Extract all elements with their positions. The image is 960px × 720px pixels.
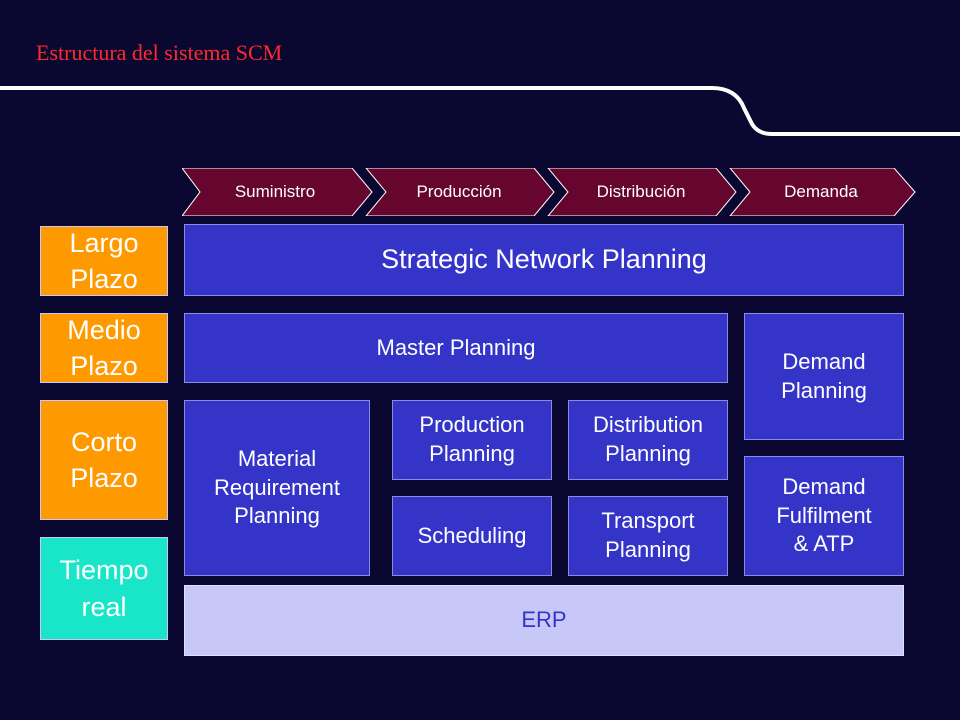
module-label: Distribution Planning	[592, 412, 704, 466]
module-label: Scheduling	[417, 522, 527, 548]
chevron-label-produccion: Producción	[416, 182, 502, 201]
chevron-produccion	[365, 168, 555, 216]
horizon-label: Corto Plazo	[70, 426, 138, 493]
module-distribution-planning: Distribution Planning	[568, 400, 728, 480]
chevron-label-demanda: Demanda	[784, 182, 858, 201]
horizon-tiempo-real: Tiempo real	[40, 537, 168, 640]
module-demand-planning: Demand Planning	[744, 313, 904, 440]
decorative-line	[0, 86, 960, 136]
module-erp: ERP	[184, 585, 904, 656]
chevron-demanda	[729, 168, 916, 216]
chevron-label-distribucion: Distribución	[596, 182, 686, 201]
module-label: Transport Planning	[601, 508, 695, 562]
module-demand-fulfilment-atp: Demand Fulfilment & ATP	[744, 456, 904, 576]
chevron-distribucion	[547, 168, 737, 216]
chevron-label-suministro: Suministro	[234, 182, 316, 201]
module-master-planning: Master Planning	[184, 313, 728, 383]
horizon-corto-plazo: Corto Plazo	[40, 400, 168, 520]
slide-title: Estructura del sistema SCM	[36, 40, 283, 65]
horizon-medio-plazo: Medio Plazo	[40, 313, 168, 383]
module-scheduling: Scheduling	[392, 496, 552, 576]
module-production-planning: Production Planning	[392, 400, 552, 480]
module-strategic-network-planning: Strategic Network Planning	[184, 224, 904, 296]
module-label: Demand Planning	[781, 348, 867, 403]
horizon-label: Largo Plazo	[69, 227, 139, 294]
horizon-label: Medio Plazo	[67, 314, 141, 381]
module-label: Material Requirement Planning	[214, 446, 340, 529]
module-transport-planning: Transport Planning	[568, 496, 728, 576]
chevron-suministro	[182, 168, 373, 216]
module-label: Demand Fulfilment & ATP	[776, 474, 872, 557]
module-label: ERP	[521, 607, 567, 633]
supply-chain-chevrons	[182, 168, 916, 216]
horizon-label: Tiempo real	[59, 555, 149, 622]
module-label: Production Planning	[419, 412, 525, 466]
module-label: Strategic Network Planning	[381, 244, 707, 275]
module-label: Master Planning	[376, 334, 536, 360]
module-material-requirement-planning: Material Requirement Planning	[184, 400, 370, 576]
horizon-largo-plazo: Largo Plazo	[40, 226, 168, 296]
